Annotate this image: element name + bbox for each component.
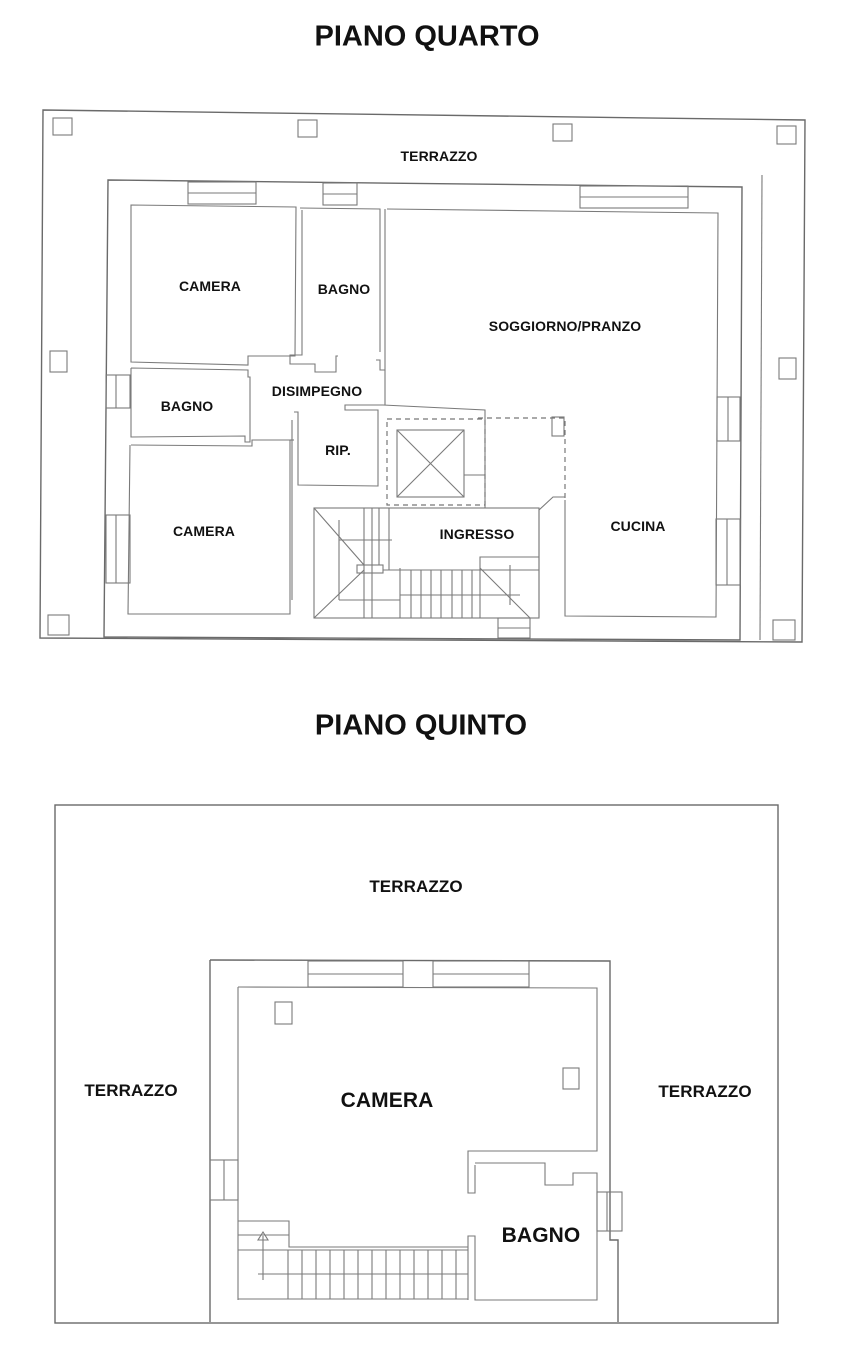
floor-5-plan	[54, 804, 779, 1324]
room-label-bagno: BAGNO	[317, 281, 371, 297]
room-label-disimpegno: DISIMPEGNO	[271, 383, 363, 399]
lift-shaft	[396, 429, 465, 498]
pillar	[49, 350, 68, 373]
pillar	[297, 119, 318, 138]
room-label-camera: CAMERA	[172, 523, 236, 539]
pillar	[47, 614, 70, 636]
pillar	[776, 125, 797, 145]
room-label-ripostiglio: RIP.	[325, 442, 351, 458]
room-label-cucina: CUCINA	[610, 518, 666, 534]
room-label-bagno: BAGNO	[501, 1224, 581, 1247]
room-label-terrazzo: TERRAZZO	[84, 1081, 178, 1100]
terrace-outline	[39, 109, 806, 643]
floor-5-title: PIANO QUINTO	[314, 709, 528, 742]
floor-4-plan	[39, 109, 806, 643]
pillar	[552, 123, 573, 142]
pillar	[772, 619, 796, 641]
room-label-terrazzo: TERRAZZO	[369, 877, 463, 896]
pillar	[52, 117, 73, 136]
terrace-outline-5	[54, 804, 779, 1324]
staircase	[313, 507, 540, 639]
pillar	[778, 357, 797, 380]
room-label-camera: CAMERA	[178, 278, 242, 294]
room-label-soggiorno-pranzo: SOGGIORNO/PRANZO	[488, 318, 642, 334]
staircase-5	[238, 1220, 468, 1300]
room-label-terrazzo: TERRAZZO	[400, 148, 478, 164]
room-label-bagno: BAGNO	[160, 398, 214, 414]
room-label-camera: CAMERA	[340, 1089, 434, 1112]
apartment-outer-wall	[103, 179, 743, 641]
room-label-terrazzo: TERRAZZO	[658, 1082, 752, 1101]
floor-4-title: PIANO QUARTO	[314, 20, 540, 53]
room-label-ingresso: INGRESSO	[439, 526, 515, 542]
